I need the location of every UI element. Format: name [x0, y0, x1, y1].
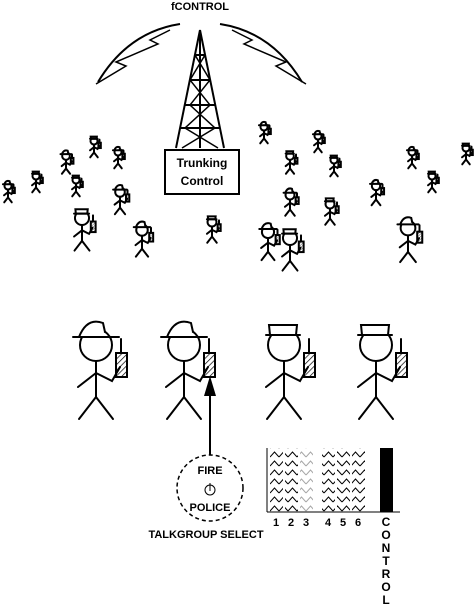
radio-icon — [380, 183, 386, 196]
channel-6-bar — [352, 448, 365, 512]
radio-icon — [293, 153, 299, 165]
channel-3-bar — [300, 448, 313, 512]
radio-icon — [148, 226, 155, 243]
radio-icon — [435, 173, 440, 185]
channel-3-label: 3 — [303, 517, 309, 529]
background-figure — [284, 150, 299, 175]
radio-icon — [395, 338, 408, 378]
radio-icon — [89, 214, 97, 234]
background-figure — [257, 120, 272, 145]
svg-text:R: R — [382, 567, 391, 581]
radio-tower — [175, 29, 225, 149]
background-figure — [111, 145, 126, 170]
background-figure — [73, 208, 97, 252]
channel-5-bar — [337, 448, 350, 512]
svg-text:N: N — [382, 541, 391, 555]
radio-icon — [216, 219, 222, 232]
background-figure — [369, 178, 386, 207]
radio-icon — [297, 234, 305, 254]
radio-icon — [115, 338, 128, 378]
broadcast-waves — [95, 23, 307, 85]
control-vertical-label: C O N T R O L — [381, 515, 390, 607]
selector-icon — [204, 483, 216, 496]
background-figure — [329, 154, 342, 178]
radio-icon — [321, 133, 326, 145]
channel-1-bar — [270, 448, 283, 512]
trunking-control-line1: Trunking — [177, 156, 228, 170]
svg-text:O: O — [381, 528, 390, 542]
background-figure — [281, 228, 305, 272]
radio-icon — [337, 157, 342, 169]
channel-1-label: 1 — [273, 517, 279, 529]
radio-icon — [79, 177, 84, 189]
trunking-control-line2: Control — [181, 174, 224, 188]
radio-icon — [267, 124, 272, 136]
radio-icon — [203, 338, 216, 378]
background-figure — [311, 129, 326, 154]
front-row-figures — [72, 320, 408, 420]
background-figure — [71, 174, 84, 198]
arrow-to-radio — [204, 376, 216, 455]
background-figure — [323, 197, 340, 226]
background-figure — [396, 216, 424, 264]
background-figure — [112, 183, 131, 216]
radio-icon — [334, 201, 340, 214]
knob-police-label: POLICE — [190, 502, 231, 514]
radio-icon — [274, 228, 281, 246]
background-crowd — [1, 120, 474, 272]
radio-icon — [11, 183, 16, 195]
radio-icon — [69, 153, 75, 165]
radio-icon — [124, 189, 131, 203]
background-figure — [1, 179, 16, 204]
radio-icon — [469, 145, 474, 157]
fcontrol-label: fCONTROL — [171, 1, 229, 13]
svg-text:T: T — [382, 554, 390, 568]
radio-icon — [416, 224, 424, 244]
background-figure — [405, 145, 420, 170]
channel-2-bar — [285, 448, 298, 512]
background-figure — [31, 170, 44, 194]
background-figure — [461, 142, 474, 166]
background-figure — [59, 149, 75, 175]
background-figure — [282, 187, 300, 217]
background-figure — [427, 170, 440, 194]
police-figure — [265, 324, 316, 420]
background-figure — [132, 220, 155, 258]
radio-icon — [294, 192, 300, 205]
knob-fire-label: FIRE — [197, 465, 222, 477]
police-figure — [357, 324, 408, 420]
radio-icon — [415, 149, 420, 161]
channel-4-label: 4 — [325, 517, 332, 529]
channel-spectrum — [266, 448, 400, 513]
channel-4-bar — [322, 448, 335, 512]
radio-icon — [97, 138, 102, 150]
svg-text:C: C — [382, 515, 391, 529]
radio-icon — [39, 173, 44, 185]
talkgroup-select-label: TALKGROUP SELECT — [148, 529, 263, 541]
radio-icon — [303, 338, 316, 378]
background-figure — [89, 135, 102, 159]
background-figure — [258, 222, 281, 262]
channel-6-label: 6 — [355, 517, 361, 529]
trunking-control-box — [164, 149, 240, 195]
svg-text:O: O — [381, 580, 390, 594]
background-figure — [205, 215, 222, 244]
radio-icon — [121, 149, 126, 161]
channel-2-label: 2 — [288, 517, 294, 529]
firefighter-figure — [160, 320, 216, 420]
control-channel-bar — [380, 448, 393, 512]
channel-5-label: 5 — [340, 517, 346, 529]
svg-text:L: L — [382, 593, 389, 607]
firefighter-figure — [72, 320, 128, 420]
